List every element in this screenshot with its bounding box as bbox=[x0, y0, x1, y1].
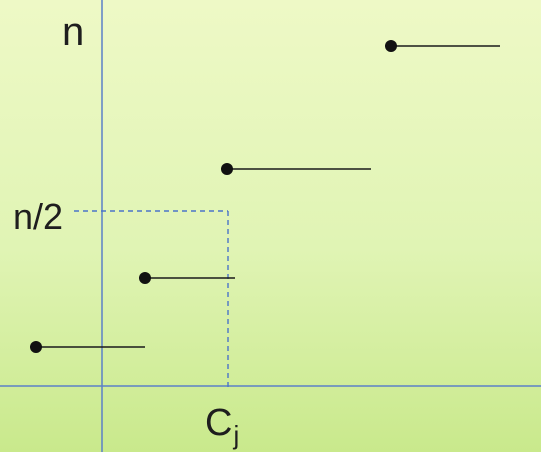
x-axis-cj-label: Cj bbox=[205, 404, 239, 448]
step-point-1 bbox=[30, 341, 42, 353]
step-point-4 bbox=[385, 40, 397, 52]
step-point-2 bbox=[139, 272, 151, 284]
step-point-3 bbox=[221, 163, 233, 175]
y-axis-half-label: n/2 bbox=[13, 196, 64, 237]
x-mark-letter: C bbox=[205, 402, 233, 444]
x-mark-subscript: j bbox=[233, 420, 240, 450]
y-axis-top-label: n bbox=[62, 10, 85, 54]
